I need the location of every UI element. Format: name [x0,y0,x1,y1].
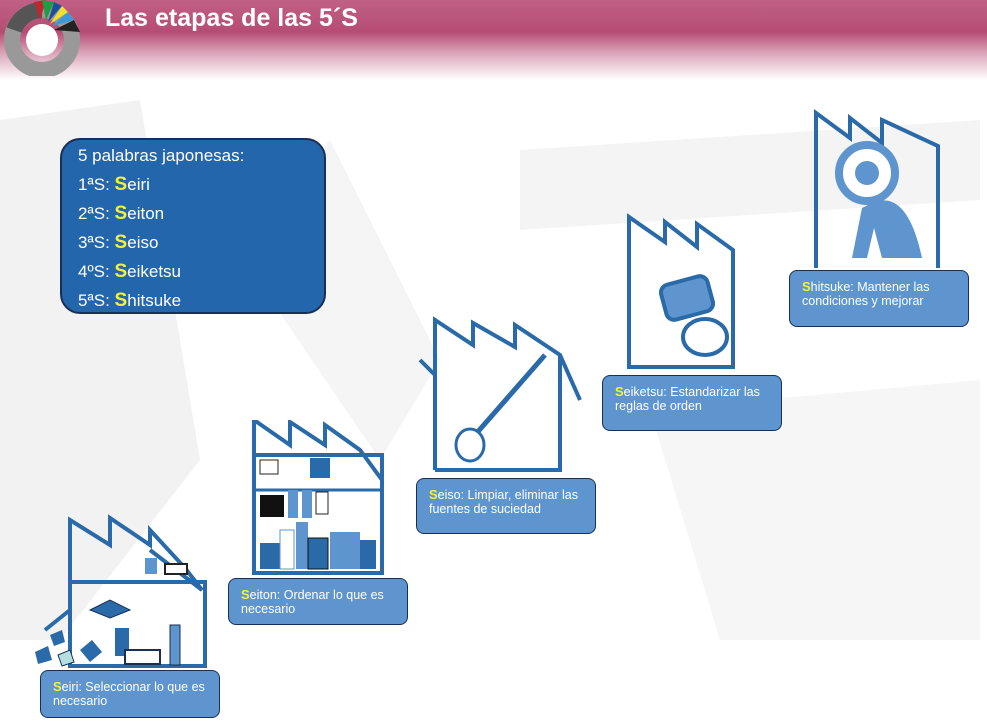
header-bar: Las etapas de las 5´S [0,0,987,80]
info-item: 2ªS: Seiton [78,203,165,224]
factory-seiton-icon [252,420,384,575]
stage-caption-seiton: Seiton: Ordenar lo que es necesario [228,578,408,625]
info-item: 5ªS: Shitsuke [78,290,182,311]
info-item: 3ªS: Seiso [78,232,159,253]
stage-caption-seiri: Seiri: Seleccionar lo que es necesario [40,670,220,718]
info-heading: 5 palabras japonesas: [78,146,245,165]
factory-seiri-icon [35,514,207,668]
factory-shitsuke-icon [814,109,940,268]
japanese-words-box: 5 palabras japonesas: 1ªS: Seiri 2ªS: Se… [60,138,326,314]
factory-seiso-icon [418,316,582,472]
factory-seiketsu-icon [627,213,735,369]
info-item: 1ªS: Seiri [78,174,150,195]
info-item: 4ºS: Seiketsu [78,261,182,282]
page-title: Las etapas de las 5´S [105,4,358,32]
5s-cycle-logo-icon [4,0,80,76]
stage-caption-seiso: Seiso: Limpiar, eliminar las fuentes de … [416,478,596,534]
stage-caption-seiketsu: Seiketsu: Estandarizar las reglas de ord… [602,375,782,431]
stage-caption-shitsuke: Shitsuke: Mantener las condiciones y mej… [789,270,969,327]
